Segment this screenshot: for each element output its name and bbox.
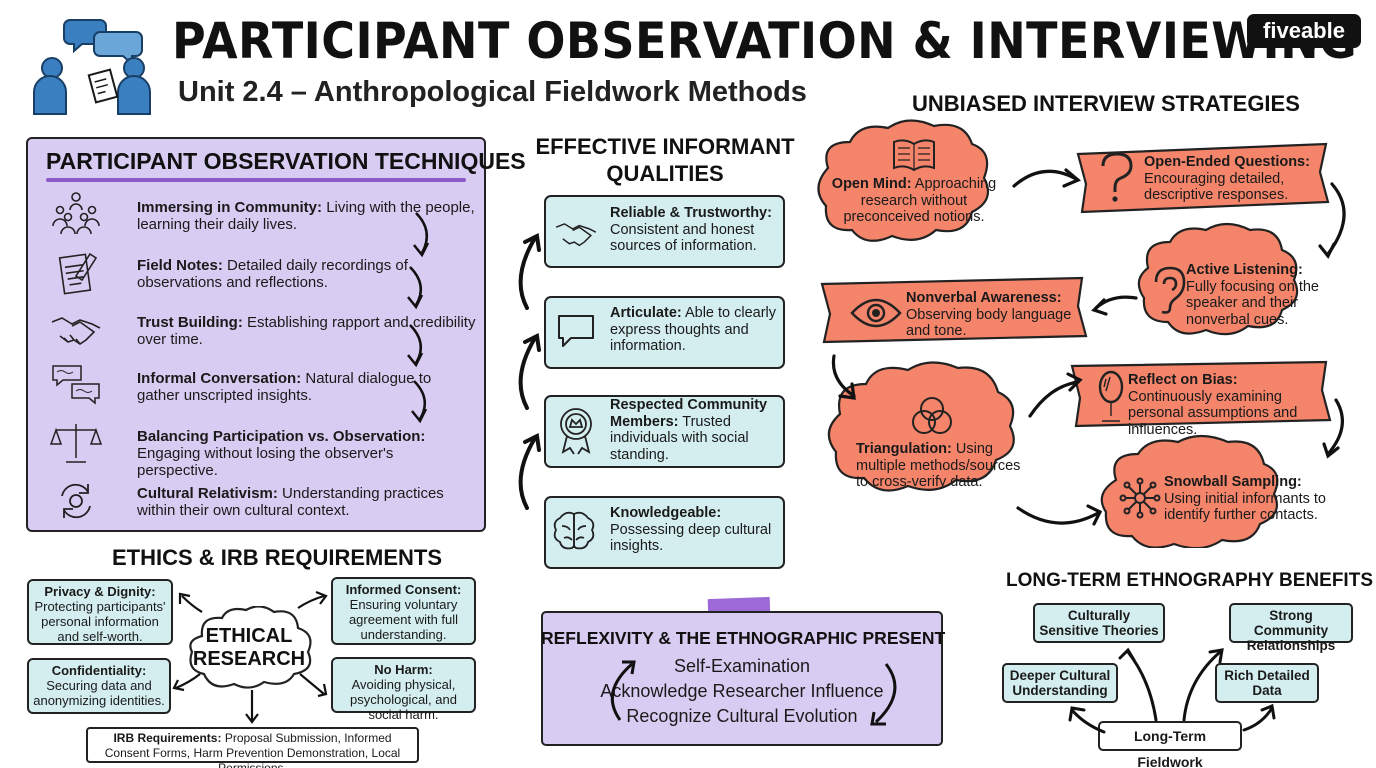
- book-icon: [893, 139, 935, 172]
- informant-up-arrows: [518, 232, 541, 510]
- informant-card-respected: [544, 395, 785, 468]
- reflexivity-line-1: Self-Examination: [673, 656, 811, 676]
- no-harm-box: No Harm:Avoiding physical, psychological…: [331, 657, 476, 722]
- fiveable-logo: fiveable: [1247, 14, 1361, 48]
- informant-knowledgeable: Knowledgeable: Possessing deep cultural …: [610, 505, 772, 554]
- po-item-immersing: Immersing in Community: Living with the …: [137, 199, 475, 233]
- informant-articulate: Articulate: Able to clearly express thou…: [610, 305, 777, 354]
- page-title: PARTICIPANT OBSERVATION & INTERVIEWING: [172, 12, 1358, 70]
- benefit-relationships: Strong Community Relationships: [1229, 603, 1353, 653]
- logo-tail: [1300, 46, 1316, 58]
- speech-bubbles-icon: [52, 365, 100, 405]
- participant-observation-panel: [26, 137, 486, 532]
- participant-observation-title: PARTICIPANT OBSERVATION TECHNIQUES: [46, 148, 526, 174]
- irb-requirements-box: IRB Requirements: Proposal Submission, I…: [86, 727, 419, 768]
- speech-bubble-icon: [558, 315, 594, 347]
- po-item-informal-conversation: Informal Conversation: Natural dialogue …: [137, 370, 432, 404]
- handshake-icon: [51, 317, 101, 345]
- strategy-reflect-bias: Reflect on Bias: Continuously examining …: [1128, 372, 1298, 438]
- ethical-research-cloud: [189, 606, 312, 689]
- ethics-arrows: [172, 590, 328, 724]
- cycle-arrows-icon: [61, 483, 91, 519]
- ethics-title: ETHICS & IRB REQUIREMENTS: [112, 545, 443, 570]
- balance-scale-icon: [50, 424, 102, 463]
- strategy-snowball: Snowball Sampling: Using initial informa…: [1164, 474, 1326, 523]
- po-item-field-notes: Field Notes: Detailed daily recordings o…: [137, 257, 408, 291]
- benefit-theories: Culturally Sensitive Theories: [1033, 603, 1165, 643]
- question-mark-icon: [1101, 152, 1133, 202]
- informant-respected: Respected Community Members: Trusted ind…: [610, 397, 768, 463]
- benefit-understanding: Deeper Cultural Understanding: [1002, 663, 1118, 703]
- brain-icon: [553, 511, 595, 550]
- strategy-open-mind: Open Mind: Approaching research without …: [831, 176, 997, 225]
- informed-consent-box: Informed Consent:Ensuring voluntary agre…: [331, 577, 476, 645]
- unbiased-title: UNBIASED INTERVIEW STRATEGIES: [912, 91, 1300, 116]
- strategy-nonverbal: Nonverbal Awareness: Observing body lang…: [906, 290, 1072, 339]
- unbiased-shapes: [817, 119, 1346, 548]
- community-icon: [52, 192, 100, 235]
- long-term-arrows: [1068, 647, 1276, 734]
- badge-icon: [560, 408, 592, 455]
- handshake-icon: [555, 223, 597, 247]
- strategy-triangulation: Triangulation: Using multiple methods/so…: [856, 441, 1021, 490]
- reflexivity-cycle-arrows: [610, 660, 897, 726]
- eye-icon: [850, 298, 902, 328]
- po-flow-arrows: [407, 212, 430, 424]
- strategy-active-listening: Active Listening: Fully focusing on the …: [1186, 262, 1319, 328]
- privacy-dignity-box: Privacy & Dignity:Protecting participant…: [27, 579, 173, 645]
- confidentiality-box: Confidentiality:Securing data and anonym…: [27, 658, 171, 714]
- informant-card-knowledgeable: [544, 496, 785, 569]
- long-term-title: LONG-TERM ETHNOGRAPHY BENEFITS: [1006, 570, 1373, 591]
- po-item-cultural-relativism: Cultural Relativism: Understanding pract…: [137, 485, 444, 519]
- informant-card-articulate: [544, 296, 785, 369]
- title-underline: [46, 178, 466, 182]
- long-term-fieldwork-root: Long-Term Fieldwork: [1098, 721, 1242, 768]
- ear-icon: [1154, 266, 1186, 314]
- reflexivity-title: REFLEXIVITY & THE ETHNOGRAPHIC PRESENT: [541, 628, 946, 648]
- network-icon: [1119, 477, 1161, 519]
- header-people-icon: [33, 19, 151, 115]
- strategy-open-ended: Open-Ended Questions: Encouraging detail…: [1144, 154, 1310, 203]
- notepad-icon: [58, 252, 98, 295]
- benefit-data: Rich Detailed Data: [1215, 663, 1319, 703]
- mirror-icon: [1098, 370, 1124, 422]
- po-item-trust-building: Trust Building: Establishing rapport and…: [137, 314, 476, 348]
- informant-reliable: Reliable & Trustworthy: Consistent and h…: [610, 205, 772, 254]
- po-item-balancing: Balancing Participation vs. Observation:…: [137, 428, 426, 479]
- page-subtitle: Unit 2.4 – Anthropological Fieldwork Met…: [178, 76, 807, 108]
- venn-diagram-icon: [912, 397, 952, 434]
- reflexivity-line-3: Recognize Cultural Evolution: [626, 706, 858, 726]
- reflexivity-line-2: Acknowledge Researcher Influence: [600, 681, 884, 701]
